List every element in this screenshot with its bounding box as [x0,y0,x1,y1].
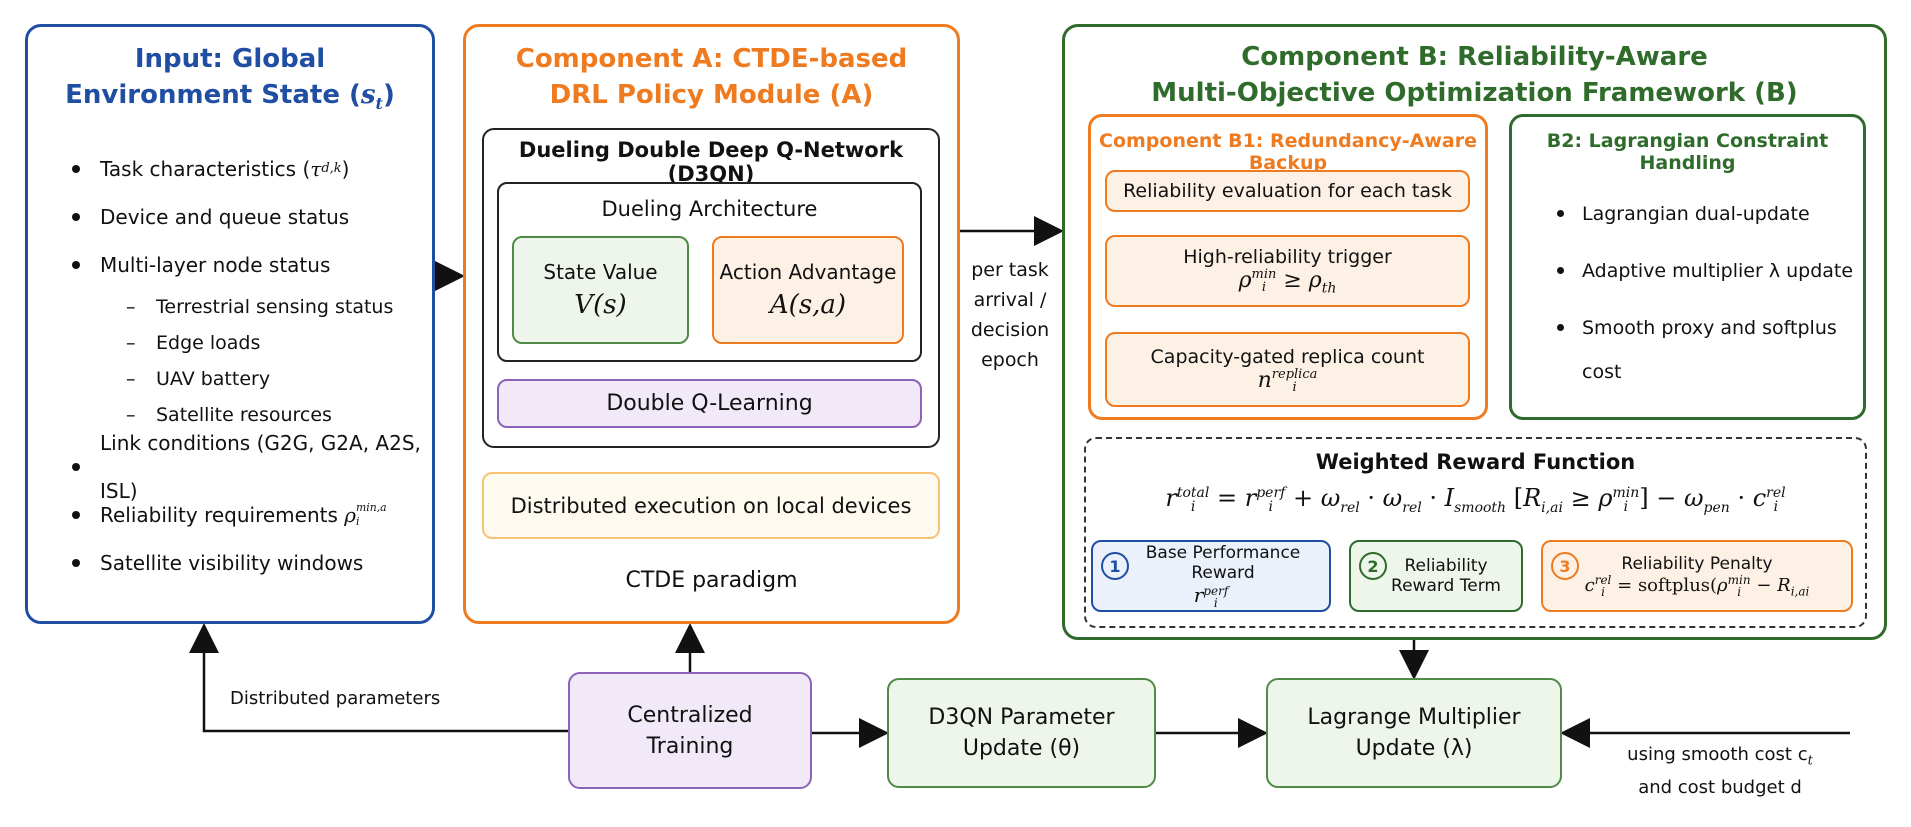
list-item: Lagrangian dual-update [1535,192,1865,249]
b1-step-evaluation: Reliability evaluation for each task [1105,170,1470,212]
d3qn-box [482,128,940,448]
d3qn-parameter-update-box: D3QN Parameter Update (θ) [887,678,1156,788]
b1-box [1088,114,1488,420]
list-item: Link conditions (G2G, G2A, A2S, ISL) [46,431,422,503]
ctde-paradigm-label: CTDE paradigm [625,568,798,593]
b1-title: Component B1: Redundancy-Aware Backup [1099,130,1477,174]
centralized-training-box: Centralized Training [568,672,812,789]
list-item: Smooth proxy and softplus cost [1535,306,1865,383]
b2-list: Lagrangian dual-update Adaptive multipli… [1535,192,1865,383]
arrow-training-to-input [189,623,568,733]
distributed-execution-box: Distributed execution on local devices [482,472,940,539]
distributed-parameters-label: Distributed parameters [230,688,441,709]
b2-box [1509,114,1866,420]
reward-function-title: Weighted Reward Function [1315,450,1636,474]
list-item: Multi-layer node status [46,241,422,289]
action-advantage-box: Action Advantage A(s,a) [712,236,904,344]
cost-label: using smooth cost ct and cost budget d [1627,744,1813,798]
lagrange-multiplier-update-box: Lagrange Multiplier Update (λ) [1266,678,1562,788]
list-item: Adaptive multiplier λ update [1535,249,1865,306]
double-q-learning-box: Double Q-Learning [497,379,922,428]
input-title: Input: Global Environment State (st) [65,44,395,114]
state-value-box: State Value V(s) [512,236,689,344]
reward-function-box [1084,437,1867,628]
dueling-architecture-title: Dueling Architecture [601,197,818,221]
list-item: Device and queue status [46,193,422,241]
per-task-label: per task arrival / decision epoch [970,259,1050,371]
sub-list-item: –UAV battery [126,368,271,390]
input-panel: Input: Global Environment State (st) Tas… [25,24,435,624]
reward-term-reliability: 2 Reliability Reward Term [1349,540,1523,612]
component-a-title: Component A: CTDE-based DRL Policy Modul… [515,44,908,110]
component-b-title: Component B: Reliability-Aware Multi-Obj… [1151,42,1798,108]
sub-list-item: –Edge loads [126,332,261,354]
sub-list-item: –Satellite resources [126,404,332,426]
list-item: Satellite visibility windows [46,539,422,587]
dueling-architecture-box [497,182,922,362]
d3qn-title: Dueling Double Deep Q-Network (D3QN) [518,138,904,186]
b2-title: B2: Lagrangian Constraint Handling [1546,130,1829,174]
sub-list-item: –Terrestrial sensing status [126,296,394,318]
